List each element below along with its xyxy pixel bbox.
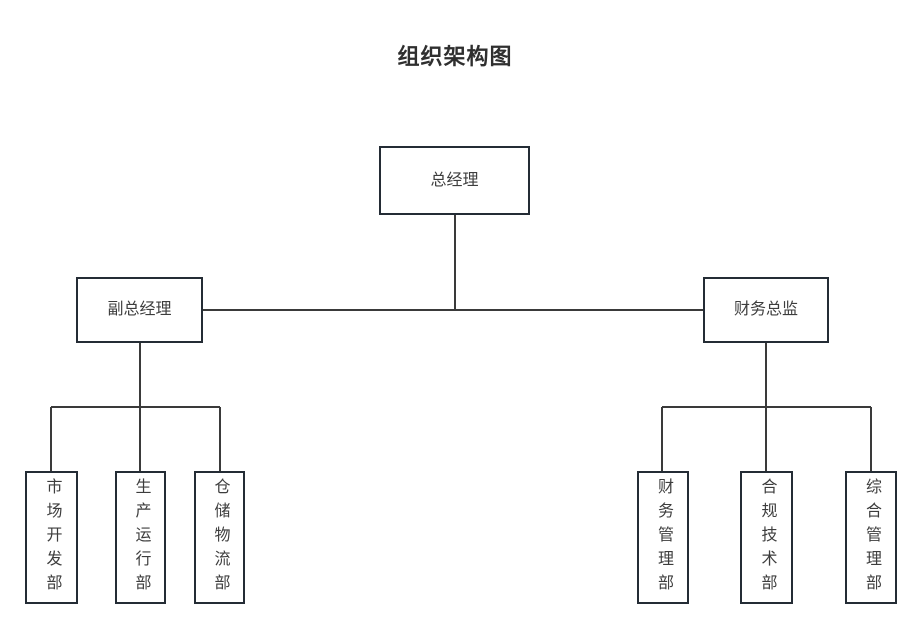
org-node-label: 生产运行部 <box>132 477 150 598</box>
org-node-deputy-general-manager: 副总经理 <box>76 277 203 343</box>
org-node-warehouse-logistics-dept: 仓储物流部 <box>194 471 245 604</box>
org-node-general-manager: 总经理 <box>379 146 530 215</box>
org-node-label: 副总经理 <box>107 301 172 318</box>
org-node-market-development-dept: 市场开发部 <box>25 471 78 604</box>
org-node-label: 市场开发部 <box>43 477 61 598</box>
org-node-general-management-dept: 综合管理部 <box>845 471 897 604</box>
org-node-label: 财务总监 <box>733 301 798 318</box>
org-node-compliance-technology-dept: 合规技术部 <box>740 471 793 604</box>
org-node-label: 合规技术部 <box>758 477 776 598</box>
org-node-label: 总经理 <box>430 171 479 189</box>
org-node-label: 仓储物流部 <box>211 477 229 598</box>
org-node-label: 财务管理部 <box>655 477 672 598</box>
org-node-production-operation-dept: 生产运行部 <box>115 471 166 604</box>
org-node-label: 综合管理部 <box>863 477 880 598</box>
org-node-finance-director: 财务总监 <box>703 277 829 343</box>
org-node-finance-management-dept: 财务管理部 <box>637 471 689 604</box>
chart-title: 组织架构图 <box>397 44 513 69</box>
